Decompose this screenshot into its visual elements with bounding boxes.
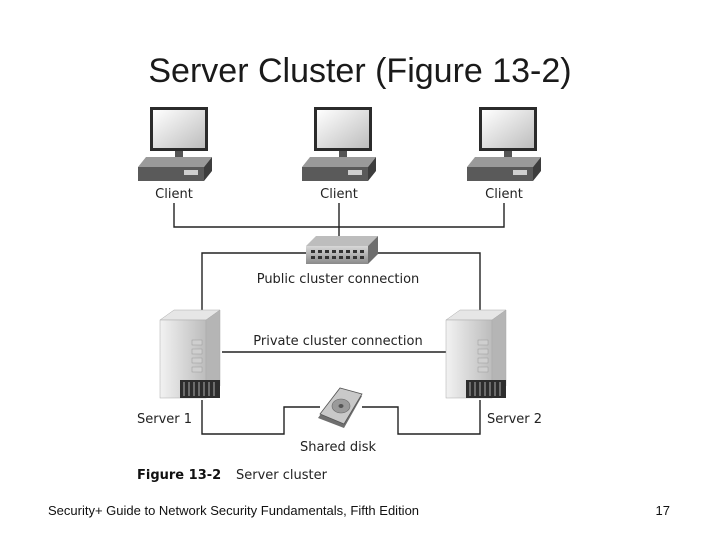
server-tower-icon [445,309,507,399]
page-number: 17 [655,503,670,518]
figure-caption-text: Server cluster [236,468,328,483]
desktop-computer-icon [302,107,376,181]
shared-disk-line-right [362,400,481,435]
server-2-label: Server 2 [487,412,542,427]
server-tower-icon [159,309,221,399]
shared-disk-label: Shared disk [300,440,377,455]
slide-footer: Security+ Guide to Network Security Fund… [48,503,420,518]
shared-disk-line-left [201,400,320,435]
client-label: Client [320,187,358,202]
client-label: Client [155,187,193,202]
client-label: Client [485,187,523,202]
private-cluster-connection-label: Private cluster connection [253,334,422,349]
desktop-computer-icon [138,107,212,181]
public-cluster-connection-label: Public cluster connection [257,272,420,287]
network-switch-icon [306,236,378,264]
slide-title: Server Cluster (Figure 13-2) [148,52,572,90]
desktop-computer-icon [467,107,541,181]
server-1-label: Server 1 [137,412,192,427]
figure-caption-number: Figure 13-2 [137,468,221,483]
shared-disk-icon [318,387,363,428]
